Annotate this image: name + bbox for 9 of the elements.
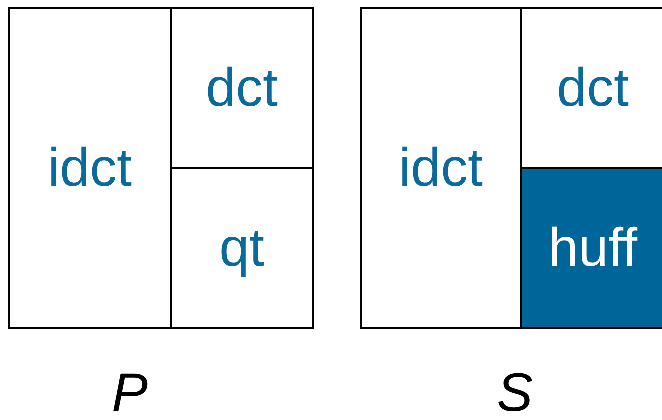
panel-caption: S	[497, 366, 534, 420]
panel-caption: P	[112, 366, 148, 420]
module-label: idct	[46, 141, 134, 195]
module-label: idct	[398, 141, 484, 195]
module-label: huff	[547, 221, 639, 275]
module-box	[520, 167, 662, 329]
module-label: dct	[556, 61, 630, 115]
module-label: qt	[218, 221, 266, 275]
module-label: dct	[204, 61, 280, 115]
